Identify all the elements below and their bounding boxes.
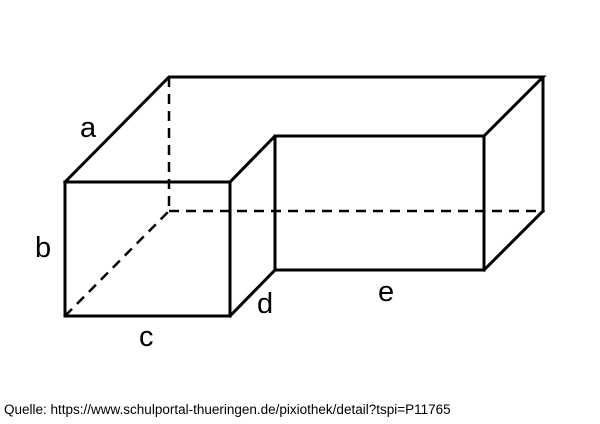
hidden-edges [64,77,543,317]
label-a: a [80,112,97,144]
label-b: b [35,232,51,264]
source-caption: Quelle: https://www.schulportal-thuering… [4,402,451,417]
top-face-outline [62,75,547,185]
label-c: c [139,321,154,353]
label-e: e [378,276,394,308]
hidden-edge-depth-bottom [64,210,170,317]
visible-edges [62,75,547,319]
front-face-right [273,134,486,272]
front-face-left [63,180,232,318]
label-d: d [257,288,273,320]
right-edge-bottom [481,208,546,273]
step-edge-bottom [227,267,278,319]
dimension-labels: a b c d e [35,112,394,353]
